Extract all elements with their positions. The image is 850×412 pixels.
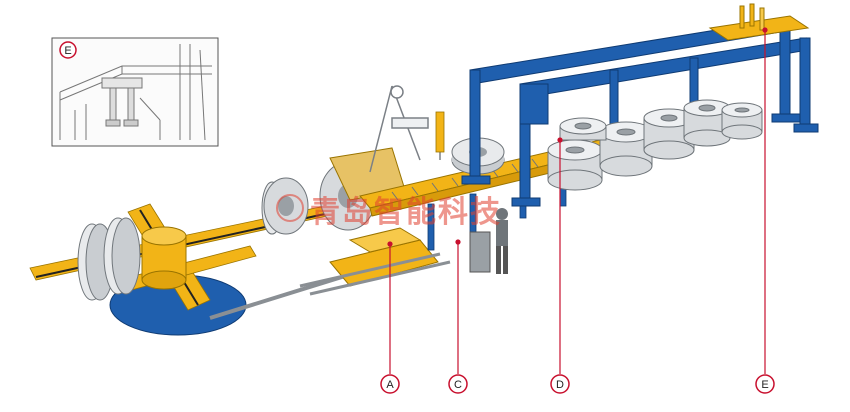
coil-turntable	[29, 203, 421, 336]
coil-stack-1	[547, 139, 603, 191]
callout-marker-c: C	[448, 374, 468, 394]
watermark-text: 青岛智能科技	[310, 195, 502, 230]
inset-callout-label: E	[64, 45, 71, 57]
inset-callout-marker: E	[59, 41, 77, 59]
watermark-logo	[276, 194, 304, 222]
operator-figure	[469, 208, 508, 274]
callout-leaders	[387, 27, 768, 374]
callout-label-d: D	[556, 379, 564, 391]
coil-stack-6	[559, 117, 607, 141]
storage-gantry	[461, 17, 819, 207]
callout-marker-e: E	[755, 374, 775, 394]
inset-gantry-sketch	[59, 44, 212, 141]
coil-stack-5	[721, 102, 763, 140]
callout-label-e: E	[761, 379, 768, 391]
gantry-trolley	[708, 3, 810, 41]
callout-marker-d: D	[550, 374, 570, 394]
watermark: 青岛智能科技	[276, 194, 502, 230]
inset-detail-e: E	[51, 37, 219, 147]
callout-label-c: C	[454, 379, 462, 391]
callout-marker-a: A	[380, 374, 400, 394]
coil-stack-2	[599, 121, 653, 177]
inset-frame	[51, 37, 219, 147]
turntable-coils	[77, 217, 141, 301]
callout-label-a: A	[386, 379, 394, 391]
stored-coils	[547, 99, 763, 191]
strapping-machine	[369, 85, 445, 173]
